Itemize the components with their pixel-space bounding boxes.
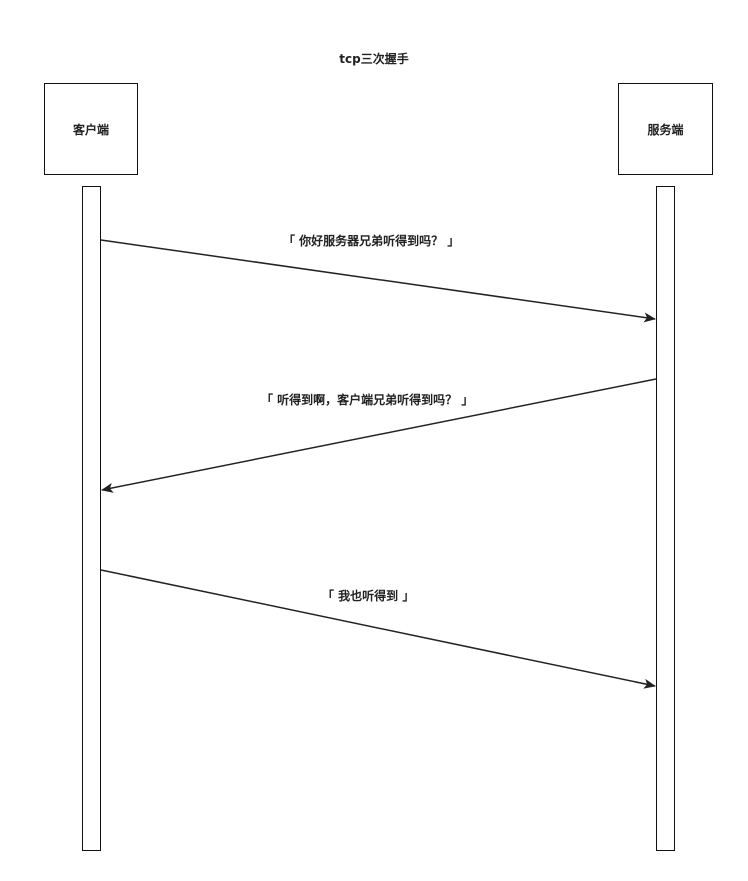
server-lifeline xyxy=(656,186,675,851)
diagram-title: tcp三次握手 xyxy=(339,52,409,66)
message-3-label: 「 我也听得到 」 xyxy=(322,589,415,603)
client-lifeline xyxy=(82,186,101,851)
message-1-label: 「 你好服务器兄弟听得到吗？ 」 xyxy=(283,234,460,248)
participant-client-box: 客户端 xyxy=(44,83,138,175)
participant-server-label: 服务端 xyxy=(647,122,684,137)
participant-server-box: 服务端 xyxy=(618,83,713,175)
message-2-arrow xyxy=(101,378,657,493)
participant-client-label: 客户端 xyxy=(72,122,109,137)
message-2-label: 「 听得到啊，客户端兄弟听得到吗？ 」 xyxy=(261,393,474,407)
message-3-arrow xyxy=(100,569,656,689)
message-1-arrow xyxy=(100,239,656,323)
